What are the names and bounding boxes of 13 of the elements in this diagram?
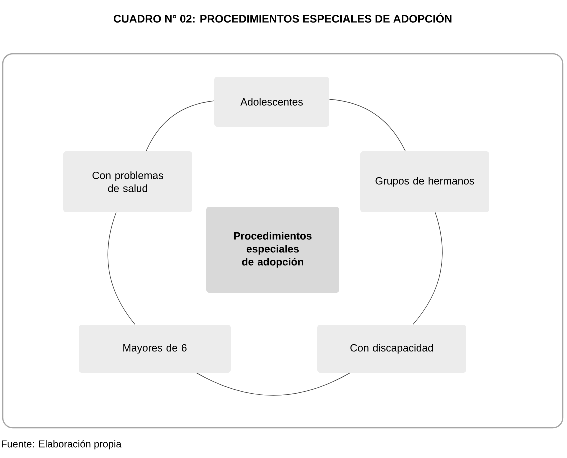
arc-connector [108,212,136,326]
center-box: Procedimientos especiales de adopción [206,206,340,293]
category-box: Mayores de 6 [79,324,231,373]
category-box: Adolescentes [214,76,330,127]
title: CUADRO N° 02: PROCEDIMIENTOS ESPECIALES DE ADOPCIÓN [114,13,452,23]
category-box: Con discapacidad [318,324,466,373]
arc-connector [146,100,215,152]
arc-connector [329,99,406,152]
category-box: Con problemas de salud [64,151,192,212]
arc-connector [412,212,443,326]
caption: Fuente: Elaboración propia [2,440,122,450]
category-box: Grupos de hermanos [360,151,490,212]
arc-connector [196,372,350,396]
